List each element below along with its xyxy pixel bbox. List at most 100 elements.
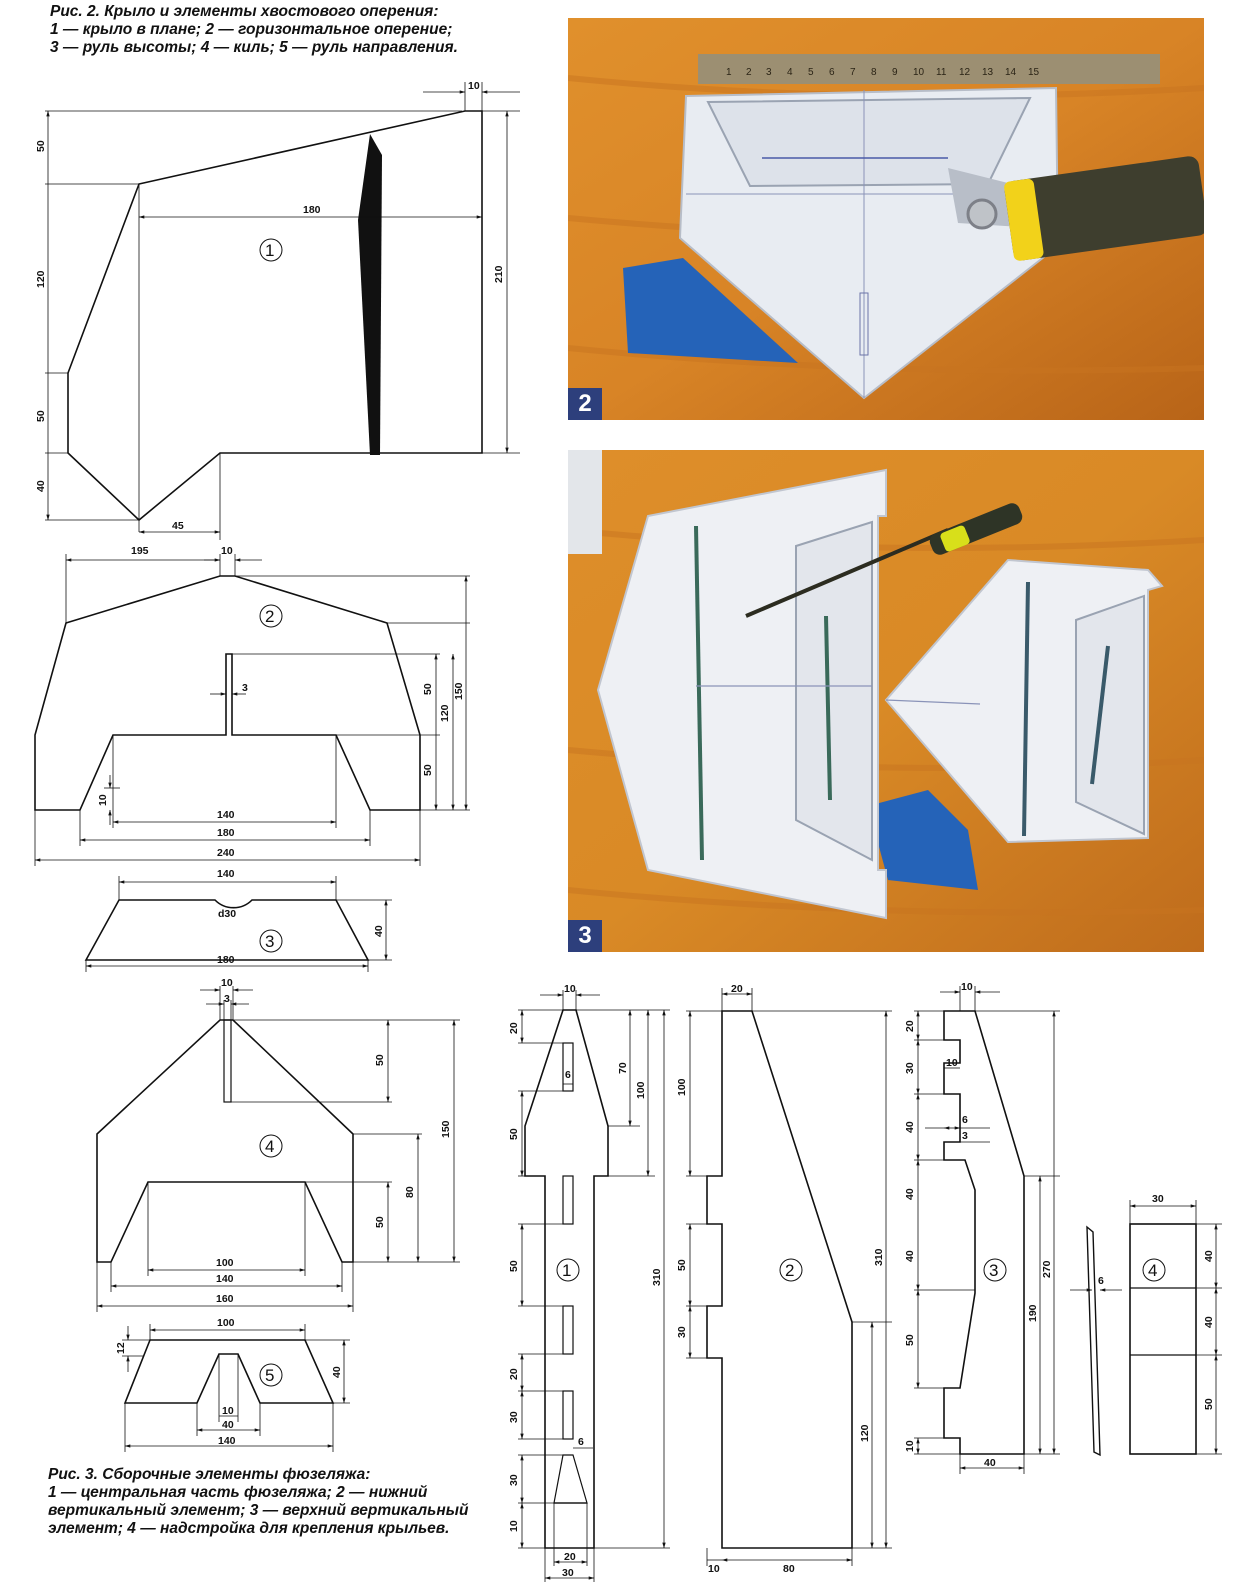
fm-number-circle — [1142, 1258, 1166, 1282]
ruler-marks: 1 2 3 4 5 6 7 8 9 10 11 12 13 14 15 — [726, 67, 1040, 78]
fm-dim-50: 50 — [1203, 1398, 1215, 1410]
fm-dim-40b: 40 — [1203, 1316, 1215, 1328]
rudder-outline — [123, 1339, 335, 1404]
svg-text:1: 1 — [726, 67, 732, 78]
svg-text:6: 6 — [829, 67, 835, 78]
fuselage-center-part: 10 20 50 6 70 100 310 50 20 30 6 30 10 2… — [508, 983, 670, 1582]
elevator-number-circle — [259, 929, 283, 953]
elevator-outline — [84, 899, 370, 961]
fc-dim-30b: 30 — [508, 1474, 520, 1486]
elev-dim-40: 40 — [373, 925, 385, 937]
fc-dim-6: 6 — [565, 1069, 571, 1081]
fm-dim-6: 6 — [1098, 1275, 1104, 1287]
figure2-caption-line1: Рис. 2. Крыло и элементы хвостового опер… — [50, 3, 439, 20]
fuselage-mount-part: 6 30 40 40 50 4 — [1070, 1193, 1222, 1457]
fu-dim-10b: 10 — [904, 1440, 916, 1452]
wing-dim-40: 40 — [35, 480, 47, 492]
fin-dim-150: 150 — [440, 1120, 452, 1138]
stabilizer-number-circle — [259, 604, 283, 628]
rudder-dim-140: 140 — [218, 1435, 236, 1447]
elevator-part: 140 d30 40 180 3 — [84, 868, 392, 972]
stab-dim-120: 120 — [439, 704, 451, 722]
svg-text:8: 8 — [871, 67, 877, 78]
rudder-number: 5 — [265, 1366, 274, 1385]
stab-dim-slot-3: 3 — [242, 682, 248, 694]
fuselage-lower-part: 20 100 50 30 310 120 10 80 2 — [676, 983, 892, 1575]
photo3-badge: 3 — [568, 920, 602, 952]
stabilizer-outline — [34, 575, 421, 811]
figure3-caption: Рис. 3. Сборочные элементы фюзеляжа: 1 —… — [48, 1466, 468, 1538]
fc-dim-30: 30 — [508, 1411, 520, 1423]
fin-dim-50b: 50 — [374, 1216, 386, 1228]
stab-dim-180: 180 — [217, 827, 235, 839]
fc-number: 1 — [562, 1261, 571, 1280]
fu-dim-40: 40 — [904, 1121, 916, 1133]
fuselage-upper-outline — [943, 1010, 1025, 1455]
stabilizer-number: 2 — [265, 607, 274, 626]
ruler — [698, 54, 1160, 84]
fl-dim-80: 80 — [783, 1563, 795, 1575]
figure3-caption-line1: Рис. 3. Сборочные элементы фюзеляжа: — [48, 1466, 371, 1483]
stabilizer-part: 195 10 3 50 120 150 50 10 140 180 240 2 — [34, 545, 470, 866]
photo-stabilizer-cutting: 1 2 3 4 5 6 7 8 9 10 11 12 13 14 15 — [568, 18, 1204, 420]
wing-number: 1 — [265, 241, 274, 260]
svg-text:14: 14 — [1005, 67, 1017, 78]
photo-tail-pieces: 3 — [568, 450, 1204, 952]
wing-dim-top-gap: 10 — [468, 80, 480, 92]
rudder-dim-100: 100 — [217, 1317, 235, 1329]
photo-stabilizer-illustration: 1 2 3 4 5 6 7 8 9 10 11 12 13 14 15 — [568, 18, 1204, 420]
fc-dim-20b: 20 — [508, 1368, 520, 1380]
fu-dim-40w: 40 — [984, 1457, 996, 1469]
fc-dim-50: 50 — [508, 1128, 520, 1140]
fc-number-circle — [556, 1258, 580, 1282]
fc-dim-20w: 20 — [564, 1551, 576, 1563]
fu-dim-3: 3 — [962, 1130, 968, 1142]
svg-text:2: 2 — [746, 67, 752, 78]
wing-dim-120: 120 — [35, 270, 47, 288]
figure2-caption-line2: 1 — крыло в плане; 2 — горизонтальное оп… — [50, 21, 453, 38]
svg-text:15: 15 — [1028, 67, 1040, 78]
fc-slot-3 — [562, 1305, 574, 1355]
wing-dim-root-50: 50 — [35, 140, 47, 152]
fin-number-circle — [259, 1134, 283, 1158]
wing-dim-210: 210 — [493, 265, 505, 283]
fin-dim-140: 140 — [216, 1273, 234, 1285]
figure2-caption-line3: 3 — руль высоты; 4 — киль; 5 — руль напр… — [50, 39, 458, 56]
elev-dim-hole: d30 — [218, 908, 236, 920]
fin-dim-160: 160 — [216, 1293, 234, 1305]
fuselage-upper-part: 10 20 30 10 40 6 3 40 40 50 10 40 270 19… — [904, 981, 1060, 1474]
fm-dim-40: 40 — [1203, 1250, 1215, 1262]
fuselage-lower-outline — [706, 1010, 853, 1549]
fl-dim-310: 310 — [873, 1248, 885, 1266]
svg-text:5: 5 — [808, 67, 814, 78]
stab-dim-195: 195 — [131, 545, 149, 557]
fc-dim-10: 10 — [508, 1520, 520, 1532]
rudder-part: 100 12 40 10 40 140 5 — [115, 1317, 350, 1452]
photo-tail-illustration — [568, 450, 1204, 952]
svg-text:13: 13 — [982, 67, 994, 78]
wing-part: 10 50 120 50 40 180 210 45 1 — [35, 80, 520, 540]
elevator-number: 3 — [265, 932, 274, 951]
figure3-caption-line2: 1 — центральная часть фюзеляжа; 2 — нижн… — [48, 1484, 428, 1501]
fuselage-mount-outline — [1129, 1223, 1197, 1455]
wing-number-circle — [259, 238, 283, 262]
svg-text:7: 7 — [850, 67, 856, 78]
fu-dim-30: 30 — [904, 1062, 916, 1074]
fu-number-circle — [983, 1258, 1007, 1282]
fc-dim-20: 20 — [508, 1022, 520, 1034]
fin-outline — [96, 1019, 354, 1263]
fu-number: 3 — [989, 1261, 998, 1280]
svg-text:4: 4 — [787, 67, 793, 78]
knife-handle — [1004, 156, 1204, 261]
fm-dim-30: 30 — [1152, 1193, 1164, 1205]
stab-dim-150: 150 — [453, 682, 465, 700]
wing-spar — [358, 134, 382, 455]
rudder-dim-10: 10 — [222, 1405, 234, 1417]
fl-dim-10: 10 — [708, 1563, 720, 1575]
figure3-caption-line4: элемент; 4 — надстройка для крепления кр… — [48, 1520, 450, 1537]
rudder-number-circle — [259, 1363, 283, 1387]
fin-dim-50: 50 — [374, 1054, 386, 1066]
fc-dim-top-10: 10 — [564, 983, 576, 995]
